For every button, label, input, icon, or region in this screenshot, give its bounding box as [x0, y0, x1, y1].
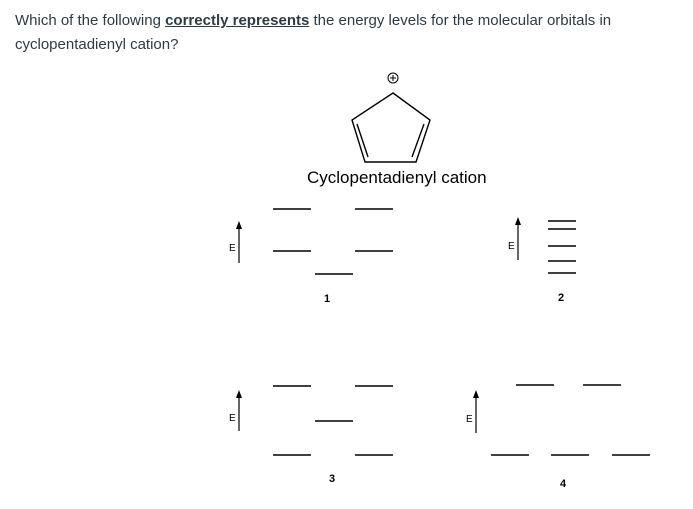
energy-label-2: E: [508, 241, 515, 252]
option-3-number: 3: [329, 473, 336, 485]
question-emphasis: correctly represents: [165, 12, 310, 29]
structure-label: Cyclopentadienyl cation: [307, 168, 487, 187]
energy-label-1: E: [229, 243, 236, 254]
question-lead: Which of the following: [15, 12, 166, 29]
option-1-levels: [273, 208, 393, 275]
energy-arrow-icon-4: [473, 390, 479, 433]
option-1-number: 1: [324, 293, 331, 305]
energy-arrow-icon-2: [515, 217, 521, 260]
option-4-number: 4: [560, 478, 567, 490]
option-2-levels: [548, 220, 576, 274]
energy-arrow-icon-3: [236, 390, 242, 431]
option-4-levels: [491, 384, 650, 456]
option-3-levels: [273, 385, 393, 456]
energy-label-4: E: [466, 414, 473, 425]
question-tail: the energy levels for the molecular orbi…: [15, 12, 612, 53]
question-text: Which of the following correctly represe…: [15, 9, 680, 57]
option-2-number: 2: [558, 292, 565, 304]
energy-label-3: E: [229, 413, 236, 424]
energy-arrow-icon-1: [236, 221, 242, 263]
cyclopentadienyl-ring: [351, 92, 431, 163]
positive-charge-icon: [387, 72, 399, 84]
